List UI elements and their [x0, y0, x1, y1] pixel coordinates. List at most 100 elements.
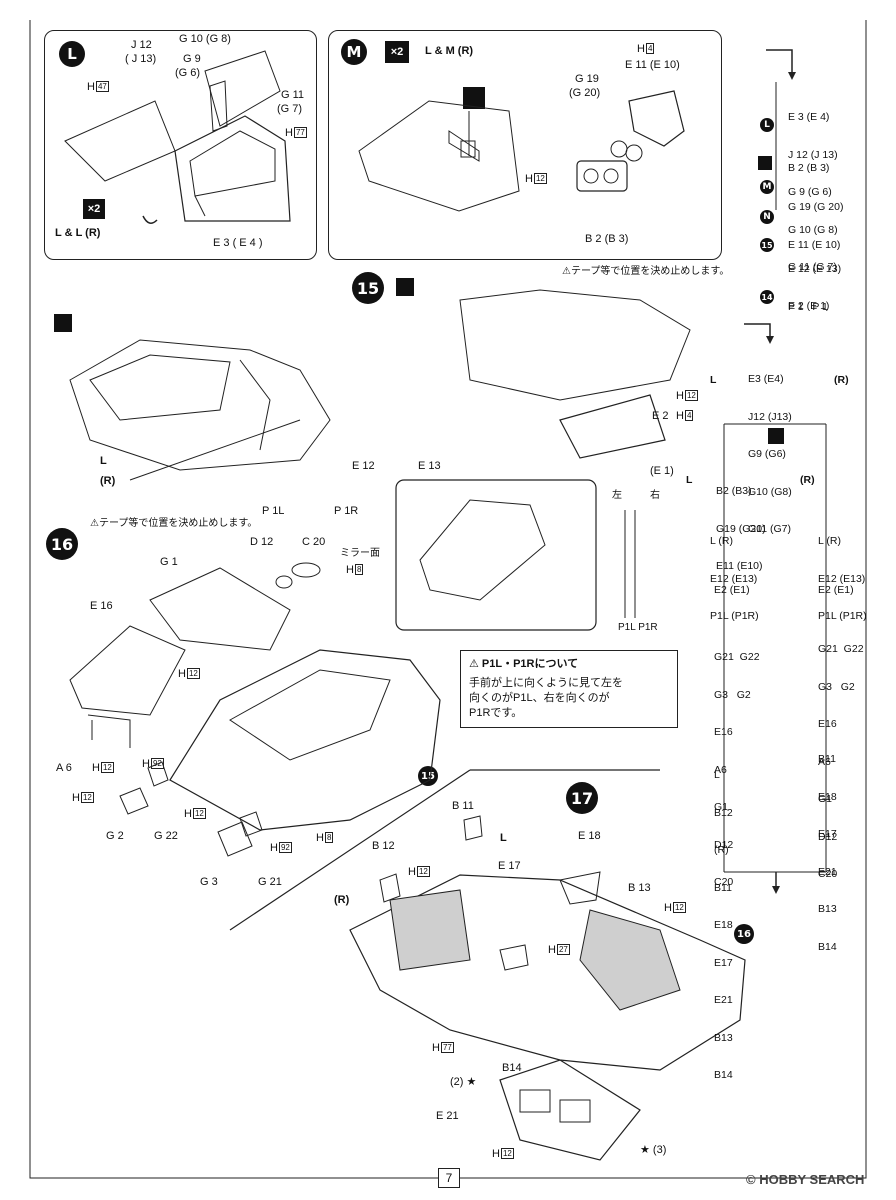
seq-mid-part: B 2 (B 3) [788, 162, 830, 174]
p1-note-title: ⚠ P1L・P1Rについて [469, 658, 579, 670]
label-mr: (R) [334, 894, 350, 906]
seq-right-14: E2 (E1) [818, 584, 854, 596]
paint-icon [463, 87, 485, 109]
seq-l-badge: L [760, 118, 774, 132]
label-r: (R) [100, 475, 116, 487]
panel-l-badge: L [59, 41, 85, 67]
p1-note-line1: 手前が上に向くように見て左を [469, 677, 623, 689]
step-16-badge: 16 [46, 528, 78, 560]
label-e3: E 3 ( E 4 ) [213, 237, 263, 249]
label-lr: L & L (R) [55, 227, 101, 239]
seq-bottom-m-label: L [686, 474, 693, 486]
label-c20: C 20 [302, 536, 326, 548]
label-p1l: P 1L [262, 505, 285, 517]
seq-left-16: G21 G22 G3 G2 E16 A6 G1 D12 C20 [714, 651, 760, 888]
watermark: © HOBBY SEARCH [746, 1172, 865, 1187]
panel-m-badge: M [341, 39, 367, 65]
step-15-badge: 15 [352, 272, 384, 304]
label-b14: B14 [502, 1062, 522, 1074]
label-e16: E 16 [90, 600, 113, 612]
label-g10: G 10 (G 8) [179, 33, 231, 45]
tape-note-top: ⚠テープ等で位置を決め止めします。 [562, 266, 730, 277]
label-b2: B 2 (B 3) [585, 233, 629, 245]
label-p1l-p1r: P1L P1R [618, 622, 658, 633]
seq-left-17: L B12 (R) B11 E18 E17 E21 B13 B14 [714, 769, 733, 1081]
label-ml: L [500, 832, 507, 844]
label-g2: G 2 [106, 830, 124, 842]
label-g9: G 9 [183, 53, 201, 65]
label-e11: E 11 (E 10) [625, 59, 680, 71]
label-right: 右 [650, 490, 660, 501]
page-number: 7 [438, 1168, 460, 1188]
label-g3: G 3 [200, 876, 218, 888]
seq-right-15: L (R) E12 (E13) P1L (P1R) [818, 535, 867, 622]
step-16-ref-badge: 16 [734, 924, 754, 944]
label-a6: A 6 [56, 762, 72, 774]
label-e12: E 12 [352, 460, 375, 472]
seq-bottom-r-label: (R) [834, 374, 849, 386]
label-g11: G 11 [281, 89, 305, 101]
label-g1: G 1 [160, 556, 178, 568]
label-b13: B 13 [628, 882, 651, 894]
door-illustration-l [64, 50, 291, 224]
label-g21: G 21 [258, 876, 282, 888]
seq-right-17: B11 E18 E17 E21 B13 B14 [818, 753, 837, 953]
paint-icon [758, 156, 772, 170]
label-j12: J 12 [131, 39, 152, 51]
mark-2: (2) ★ [450, 1076, 477, 1088]
label-g20: (G 20) [569, 87, 601, 99]
p1-note-line3: P1Rです。 [469, 707, 523, 719]
label-d12: D 12 [250, 536, 274, 548]
label-g22: G 22 [154, 830, 178, 842]
label-e17: E 17 [498, 860, 521, 872]
seq-l-parts: E 3 (E 4) J 12 (J 13) G 9 (G 6) G 10 (G … [788, 111, 838, 273]
seq-m-badge: M [760, 180, 774, 194]
label-e21: E 21 [436, 1110, 459, 1122]
x2-icon: ×2 [385, 41, 409, 63]
label-l: L [100, 455, 107, 467]
step-17-badge: 17 [566, 782, 598, 814]
label-g7: (G 7) [277, 103, 303, 115]
seq-n-badge: N [760, 210, 774, 224]
seq-14-badge: 14 [760, 290, 774, 304]
seq-15-parts: E 12 (E 13) P 1 P 1 [788, 263, 842, 313]
seq-bottom-m-right: (R) [800, 474, 815, 486]
label-j13: ( J 13) [125, 53, 157, 65]
seq-left-15: L (R) E12 (E13) P1L (P1R) [710, 535, 759, 622]
seq-right-16: G21 G22 G3 G2 E16 A6 G1 D12 C20 [818, 643, 864, 880]
x2-icon: ×2 [83, 199, 105, 219]
seq-bottom-l-group: E3 (E4) J12 (J13) G9 (G6) G10 (G8) G11 (… [748, 373, 792, 535]
seq-14-part: E 2 (E 1) [788, 300, 830, 312]
label-e18: E 18 [578, 830, 601, 842]
seq-m-parts: G 19 (G 20) E 11 (E 10) [788, 201, 844, 251]
p1-note-line2: 向くのがP1L、右を向くのが [469, 692, 610, 704]
paint-icon [396, 278, 414, 296]
label-b12: B 12 [372, 840, 395, 852]
paint-icon [54, 314, 72, 332]
label-g6: (G 6) [175, 67, 201, 79]
label-g19: G 19 [575, 73, 599, 85]
seat-illustration-m [358, 90, 685, 212]
step-15-ref-badge: 15 [418, 766, 438, 786]
p1-note-box: ⚠ P1L・P1Rについて 手前が上に向くように見て左を 向くのがP1L、右を向… [460, 650, 678, 728]
